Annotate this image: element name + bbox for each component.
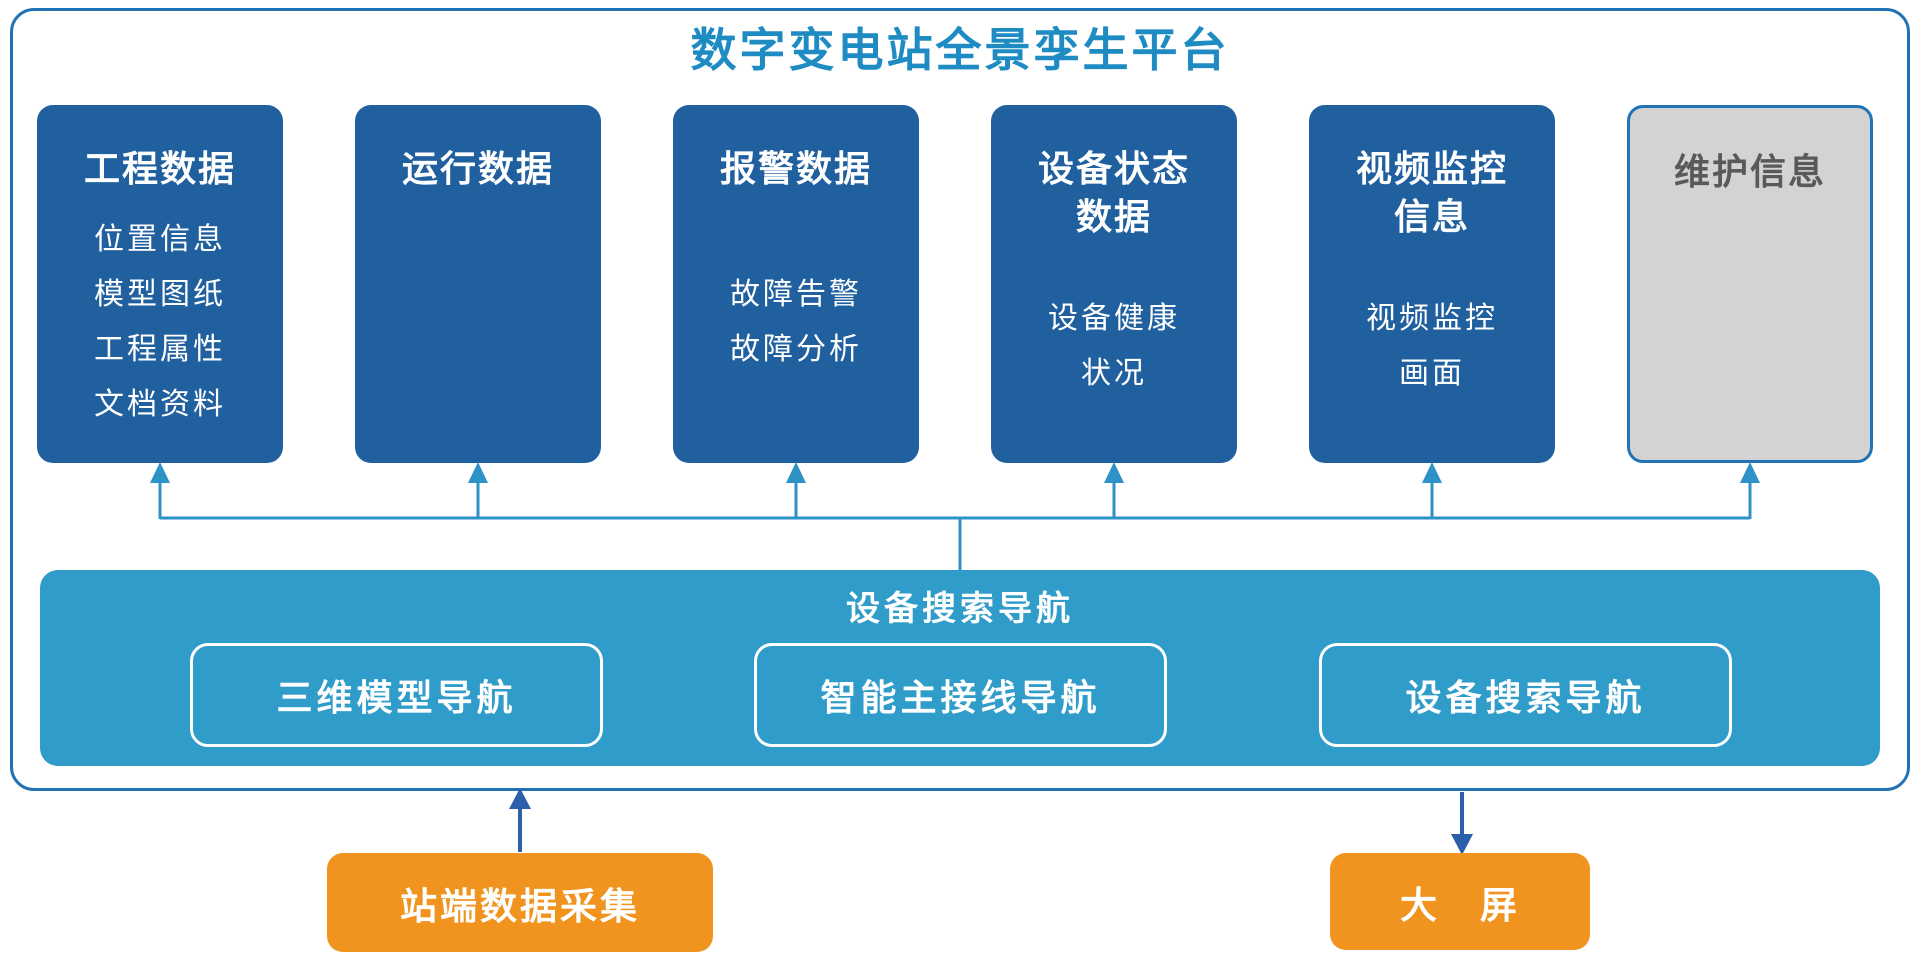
card-item: 故障告警	[730, 277, 862, 311]
nav-button-label: 智能主接线导航	[820, 677, 1101, 718]
nav-bar-title: 设备搜索导航	[846, 590, 1074, 628]
card: 运行数据	[355, 105, 601, 463]
card: 报警数据故障告警故障分析	[673, 105, 919, 463]
card-items: 视频监控 画面	[1309, 241, 1555, 463]
card-title: 运行数据	[401, 148, 554, 189]
card-title: 维护信息	[1673, 151, 1826, 192]
card: 维护信息	[1627, 105, 1873, 463]
nav-button-label: 设备搜索导航	[1405, 677, 1646, 718]
screen-down-arrow	[1451, 792, 1473, 855]
card-title: 报警数据	[719, 148, 872, 189]
card-items: 位置信息模型图纸工程属性文档资料	[37, 193, 283, 463]
nav-button-label: 三维模型导航	[276, 677, 517, 718]
big-screen-box: 大 屏	[1330, 853, 1590, 950]
card-item: 设备健康 状况	[1048, 301, 1180, 390]
card: 视频监控 信息视频监控 画面	[1309, 105, 1555, 463]
card-items	[1630, 196, 1870, 460]
big-screen-label: 大 屏	[1400, 884, 1520, 926]
card-items: 故障告警故障分析	[673, 193, 919, 463]
card-title: 设备状态 数据	[1037, 148, 1190, 237]
page-title: 数字变电站全景孪生平台	[690, 24, 1230, 76]
card: 设备状态 数据设备健康 状况	[991, 105, 1237, 463]
card: 工程数据位置信息模型图纸工程属性文档资料	[37, 105, 283, 463]
card-title: 视频监控 信息	[1355, 148, 1508, 237]
card-items	[355, 193, 601, 463]
card-item: 文档资料	[94, 387, 226, 421]
nav-button: 三维模型导航	[190, 643, 603, 747]
station-data-collection-box: 站端数据采集	[327, 853, 713, 952]
card-item: 故障分析	[730, 332, 862, 366]
nav-button: 智能主接线导航	[754, 643, 1167, 747]
card-items: 设备健康 状况	[991, 241, 1237, 463]
card-title: 工程数据	[83, 148, 236, 189]
card-item: 模型图纸	[94, 277, 226, 311]
card-item: 视频监控 画面	[1366, 301, 1498, 390]
source-up-arrow	[509, 788, 531, 852]
card-item: 位置信息	[94, 222, 226, 256]
station-data-collection-label: 站端数据采集	[400, 885, 640, 927]
card-item: 工程属性	[94, 332, 226, 366]
device-search-nav-bar: 设备搜索导航 三维模型导航智能主接线导航设备搜索导航	[40, 570, 1880, 766]
nav-button: 设备搜索导航	[1319, 643, 1732, 747]
